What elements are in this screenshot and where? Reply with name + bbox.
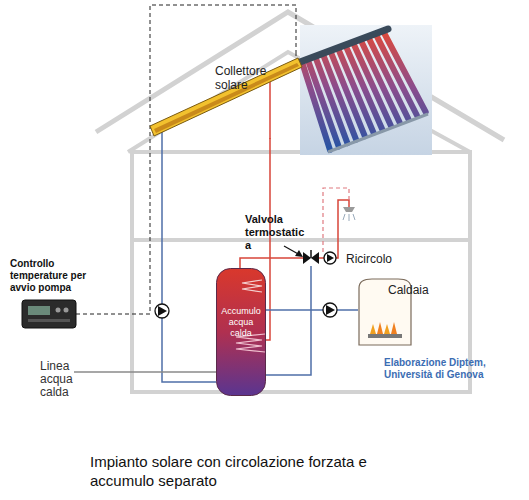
tube	[368, 37, 408, 119]
controller-button	[64, 308, 69, 313]
pump-body	[155, 304, 169, 318]
valve-half	[311, 252, 319, 264]
shower-head	[343, 207, 355, 221]
pump-symbol	[324, 252, 336, 264]
boiler-pipe	[266, 309, 358, 311]
valve-pointer	[284, 246, 303, 257]
tank-body	[217, 269, 266, 396]
flow-pipe-stub	[269, 80, 271, 139]
line-label: Linea acqua calda	[40, 360, 104, 399]
bottom-rail	[328, 114, 428, 152]
collector-absorber	[154, 63, 299, 133]
photo-background	[300, 25, 432, 155]
controller-case	[22, 300, 76, 328]
tube	[384, 32, 426, 112]
flame	[370, 324, 376, 334]
controller-button	[56, 308, 61, 313]
water-drop	[343, 214, 345, 220]
house-walls	[132, 152, 470, 392]
valve-half	[303, 252, 311, 264]
shower-body	[343, 207, 355, 212]
burner-base	[368, 334, 402, 338]
thermostatic-valve: Valvola termostatic a	[303, 250, 319, 266]
node-text: Caldaia	[388, 283, 448, 297]
collector-frame	[150, 58, 302, 136]
water-drop	[353, 214, 355, 220]
node-text: Accumulo acqua calda	[218, 306, 264, 339]
node-text: Controllo temperature per avvio pompa	[10, 258, 100, 294]
header-bar	[300, 29, 388, 62]
credit-note: Elaborazione Diptem, Università di Genov…	[384, 357, 492, 381]
valve-stem	[310, 250, 312, 258]
cold-water-pipe	[266, 266, 311, 375]
pump-impeller	[158, 306, 167, 316]
vacuum-tubes	[302, 32, 426, 150]
pump-impeller	[326, 305, 335, 315]
flame	[384, 324, 390, 334]
controller-display	[28, 306, 50, 315]
figure-caption: Impianto solare con circolazione forzata…	[90, 452, 395, 490]
solar-collector: Collettore solare	[150, 52, 302, 138]
pump-label: Ricircolo	[346, 252, 416, 266]
controller-device	[22, 300, 76, 328]
node-text: Collettore solare	[215, 64, 285, 92]
pump-body	[323, 303, 337, 317]
node-text: Valvola termostatic a	[245, 213, 311, 252]
storage-tank: Accumulo acqua calda	[216, 268, 266, 396]
pump-body	[324, 252, 336, 264]
pump-symbol	[155, 304, 169, 318]
boiler: Caldaia	[358, 278, 412, 346]
hot-outlet-pipe	[240, 258, 303, 268]
valve-symbol	[303, 250, 319, 266]
temperature-controller: Controllo temperature per avvio pompa	[22, 300, 76, 328]
control-wire	[76, 5, 296, 314]
collector-photo	[300, 25, 432, 155]
upper-coil	[242, 280, 262, 292]
flame	[377, 322, 383, 334]
water-drop	[349, 214, 350, 221]
pump-symbol	[323, 303, 337, 317]
pump-impeller	[327, 254, 334, 262]
recirculation-pipe	[323, 188, 349, 252]
pointer-head	[295, 250, 303, 257]
hot-water-line	[74, 371, 216, 373]
tube	[376, 35, 417, 116]
controller-strip	[28, 319, 70, 322]
floor-line	[132, 238, 470, 242]
solar-return-pipe	[150, 128, 216, 382]
flame	[391, 322, 397, 334]
